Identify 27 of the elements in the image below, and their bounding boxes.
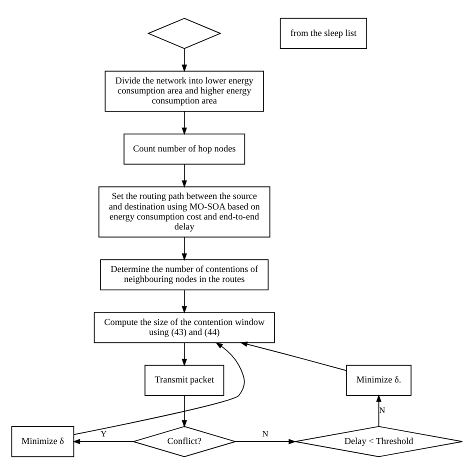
arrow	[182, 394, 188, 428]
arrow	[182, 342, 188, 366]
node-diamond: Conflict?	[132, 426, 237, 457]
arrow	[182, 110, 188, 135]
node-box: Minimize δ	[11, 426, 74, 457]
arrow	[182, 48, 188, 72]
arrow	[73, 342, 245, 434]
node-box: Minimize δ.	[346, 364, 412, 396]
arrow	[182, 236, 188, 260]
arrow	[182, 289, 188, 314]
node-box: Compute the size of the contention window using (43) and (44)	[94, 312, 275, 343]
arrow	[72, 438, 134, 444]
node-box: Determine the number of contentions of neighbouring nodes in the routes	[100, 258, 269, 290]
edge-label: N	[262, 429, 268, 438]
edge-label: N	[379, 406, 386, 415]
arrow	[235, 438, 296, 444]
node-box: Transmit packet	[144, 364, 224, 396]
arrow	[240, 341, 347, 370]
node-box: Set the routing path between the source and destination using MO-SOA based on energy consumption cost and end-to-end delay	[98, 186, 270, 237]
node-diamond	[147, 17, 222, 48]
arrow	[376, 394, 382, 426]
node-box: Divide the network into lower energy consumption area and higher energy consumption area	[104, 70, 264, 112]
edge-label: Y	[100, 429, 107, 438]
node-box: Count number of hop nodes	[124, 133, 246, 164]
node-diamond: Delay < Threshold	[294, 426, 463, 457]
arrow	[182, 164, 188, 188]
node-box: from the sleep list	[280, 17, 368, 48]
